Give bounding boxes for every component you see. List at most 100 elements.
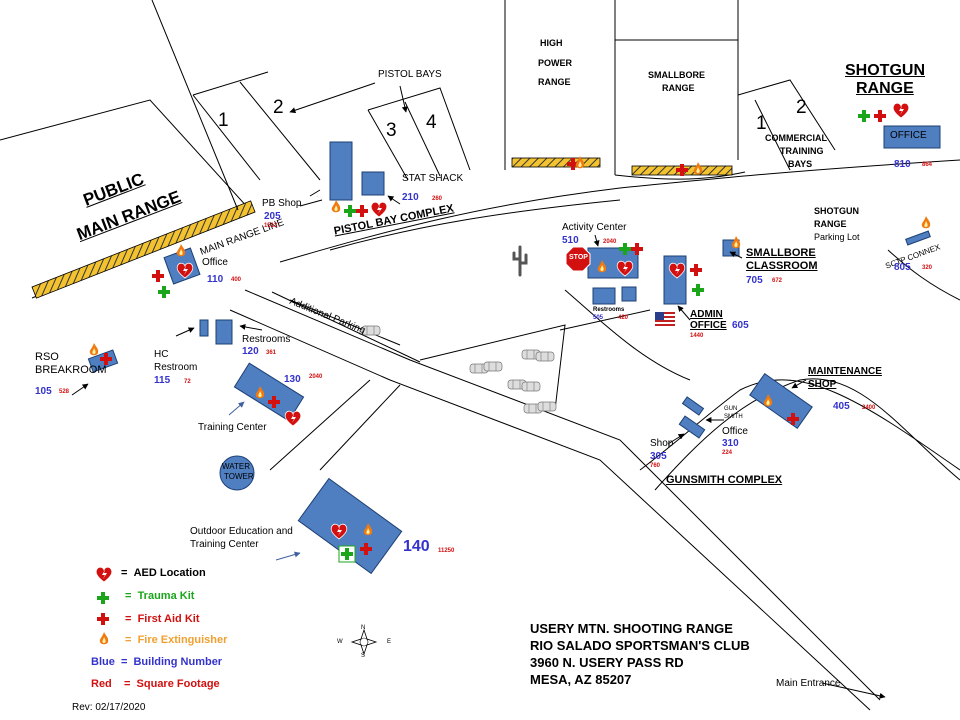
gunsmith-office-building	[678, 415, 706, 439]
stat-shack-sqft: 260	[432, 196, 443, 202]
shotgun-office-name: OFFICE	[890, 130, 927, 141]
main-range-office-number: 110	[207, 274, 224, 285]
commercial-bay-1: 1	[756, 113, 767, 134]
restrooms-ac-building-2	[621, 286, 637, 302]
main-range-line	[31, 200, 256, 299]
sctp-connex-building	[905, 230, 931, 246]
pistol-bay-2: 2	[273, 97, 284, 118]
smallbore-classroom-name-1: SMALLBORE	[746, 247, 816, 259]
commercial-bay-2: 2	[796, 97, 807, 118]
restrooms-ac-sqft: 420	[618, 315, 629, 321]
buildings	[87, 125, 941, 575]
shotgun-office-sqft: 864	[922, 162, 933, 168]
hc-restroom-number: 115	[154, 375, 171, 386]
smallbore-classroom-number: 705	[746, 275, 763, 286]
shotgun-office-building	[883, 125, 941, 149]
hc-restroom-name-1: HC	[154, 349, 169, 360]
hc-restroom-building	[199, 319, 209, 337]
cactus-icon	[512, 245, 528, 277]
water-tower	[219, 455, 255, 491]
gunsmith-shop-sqft: 760	[650, 463, 661, 469]
outdoor-education-name-1: Outdoor Education and	[190, 526, 293, 537]
smallbore-classroom-sqft: 672	[772, 278, 783, 284]
training-center-sqft: 2040	[309, 374, 323, 380]
compass-e: E	[387, 639, 392, 645]
smallbore-range-1: SMALLBORE	[648, 70, 705, 80]
shotgun-range-2: RANGE	[856, 80, 914, 97]
parked-cars	[361, 325, 557, 414]
commercial-training-bays-1: COMMERCIAL	[765, 133, 827, 143]
gunsmith-office-number: 310	[722, 438, 739, 449]
outdoor-education-number: 140	[403, 538, 430, 555]
compass-w: W	[337, 639, 343, 645]
water-tower-label-1: WATER	[222, 462, 250, 471]
rso-breakroom-name-1: RSO	[35, 351, 59, 363]
gunsmith-office-name-1: GUN	[724, 406, 738, 412]
outdoor-education-arrow	[275, 551, 301, 561]
rso-breakroom-sqft: 528	[59, 389, 70, 395]
sctp-connex-number: 805	[894, 262, 911, 273]
pistol-bay-1: 1	[218, 110, 229, 131]
maintenance-shop-building	[749, 373, 813, 429]
admin-office-name-1: ADMIN	[690, 309, 723, 320]
legend-fire-label: = Fire Extinguisher	[125, 634, 228, 646]
pb-shop-name: PB Shop	[262, 198, 302, 209]
stat-shack-name: STAT SHACK	[402, 173, 464, 184]
stop-sign	[565, 246, 591, 272]
shotgun-parking-3: Parking Lot	[814, 232, 860, 242]
range-boundaries	[151, 0, 836, 211]
stat-shack-number: 210	[402, 192, 419, 203]
title-line-2: RIO SALADO SPORTSMAN'S CLUB	[530, 638, 750, 653]
training-center-arrow	[228, 401, 245, 416]
training-center-number: 130	[284, 374, 301, 385]
high-power-range-3: RANGE	[538, 77, 571, 87]
first-aid-icon	[97, 613, 109, 625]
pb-shop-number: 205	[264, 211, 281, 222]
commercial-training-bays-2: TRAINING	[780, 146, 824, 156]
title-line-1: USERY MTN. SHOOTING RANGE	[530, 621, 733, 636]
rso-breakroom-name-2: BREAKROOM	[35, 364, 107, 376]
aed-icon	[95, 566, 113, 583]
rso-breakroom-number: 105	[35, 386, 52, 397]
maintenance-shop-sqft: 2400	[862, 405, 876, 411]
admin-office-sqft: 1440	[690, 333, 704, 339]
trauma-kit-icon	[97, 592, 109, 604]
fire-extinguisher-icon	[99, 632, 109, 645]
hc-restroom-name-2: Restroom	[154, 362, 198, 373]
compass-n: N	[361, 625, 366, 631]
compass-s: S	[361, 653, 366, 659]
smallbore-classroom-name-2: CLASSROOM	[746, 260, 818, 272]
roads	[229, 159, 960, 711]
label-arrows	[71, 82, 886, 699]
gunsmith-shop-building	[681, 396, 705, 416]
admin-office-number: 605	[732, 320, 749, 331]
pistol-bays-label: PISTOL BAYS	[378, 69, 442, 80]
stop-sign-label: STOP	[569, 254, 588, 261]
commercial-training-bays-3: BAYS	[788, 159, 813, 169]
legend-icons	[95, 566, 113, 645]
restrooms-sqft: 361	[266, 350, 277, 356]
activity-center-number: 510	[562, 235, 579, 246]
compass-rose	[350, 628, 378, 656]
legend-aed-label: = AED Location	[121, 567, 206, 579]
restrooms-number: 120	[242, 346, 259, 357]
maintenance-shop-number: 405	[833, 401, 850, 412]
restrooms-ac-building-1	[592, 287, 616, 305]
shotgun-parking-2: RANGE	[814, 219, 847, 229]
training-center-name: Training Center	[198, 422, 267, 433]
pb-shop-building	[329, 141, 353, 201]
high-power-range-2: POWER	[538, 58, 573, 68]
activity-center-name: Activity Center	[562, 222, 627, 233]
main-entrance-label: Main Entrance	[776, 678, 841, 689]
map-safety-icons	[89, 102, 931, 563]
pistol-bay-3: 3	[386, 120, 397, 141]
title-line-3: 3960 N. USERY PASS RD	[530, 655, 684, 670]
gunsmith-office-name-3: Office	[722, 426, 748, 437]
restrooms-building	[215, 319, 233, 345]
restrooms-ac-name: Restrooms	[593, 307, 625, 313]
gunsmith-shop-name: Shop	[650, 438, 674, 449]
high-power-range-line	[511, 157, 601, 168]
sctp-connex-sqft: 320	[922, 265, 933, 271]
restrooms-name: Restrooms	[242, 334, 291, 345]
